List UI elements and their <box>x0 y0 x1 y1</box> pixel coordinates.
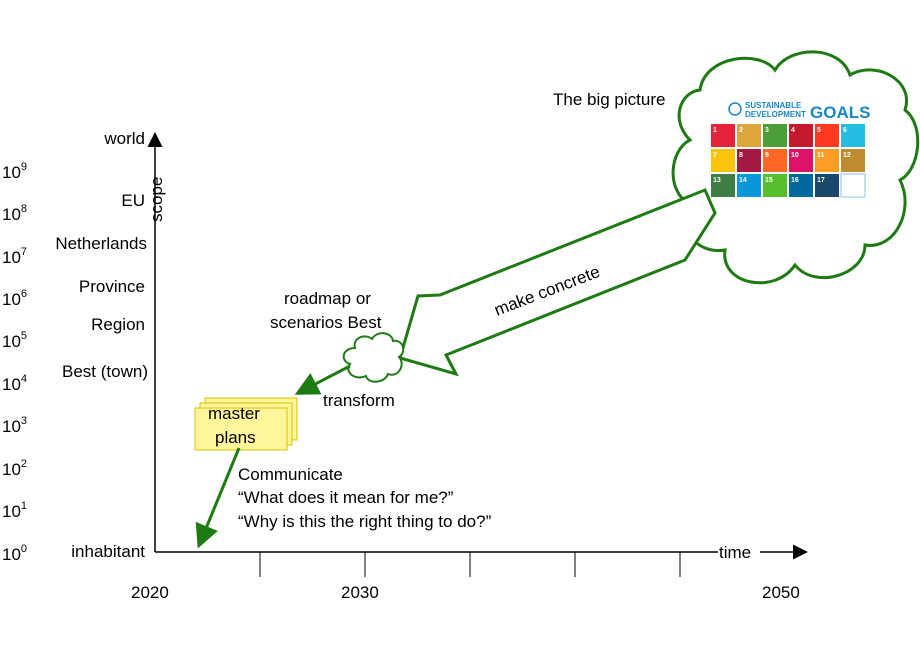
y-label-region: Region <box>91 315 145 334</box>
sdg-tile <box>841 149 865 172</box>
sdg-tile-number: 10 <box>791 152 799 159</box>
communicate-line3: “Why is this the right thing to do?” <box>238 512 492 531</box>
y-power-labels: 109 108 107 106 105 104 103 102 101 100 <box>2 161 27 564</box>
sdg-tile-number: 7 <box>713 152 717 159</box>
svg-text:103: 103 <box>2 415 27 436</box>
sdg-tile-number: 8 <box>739 152 743 159</box>
sdg-tile-number: 1 <box>713 127 717 134</box>
x-axis-ticks <box>259 552 681 577</box>
y-label-netherlands: Netherlands <box>55 234 147 253</box>
sdg-tile-number: 6 <box>843 127 847 134</box>
svg-text:100: 100 <box>2 543 27 564</box>
y-label-world: world <box>103 129 145 148</box>
sdg-tile <box>789 174 813 197</box>
roadmap-line1: roadmap or <box>284 289 371 308</box>
sdg-tile <box>789 124 813 147</box>
roadmap-cloud <box>342 332 405 383</box>
communicate-line1: Communicate <box>238 465 343 484</box>
y-scope-labels: world EU Netherlands Province Region Bes… <box>55 129 148 561</box>
sdg-tile-number: 13 <box>713 177 721 184</box>
sdg-tile <box>737 149 761 172</box>
sdg-tile <box>711 174 735 197</box>
x-tick-2020: 2020 <box>131 583 169 602</box>
sdg-tile-number: 15 <box>765 177 773 184</box>
svg-text:104: 104 <box>2 373 27 394</box>
sdg-tile <box>763 124 787 147</box>
svg-text:SUSTAINABLE: SUSTAINABLE <box>745 101 802 110</box>
sdg-tile <box>763 149 787 172</box>
sdg-tile-number: 12 <box>843 152 851 159</box>
y-axis-label: scope <box>147 177 166 222</box>
y-label-province: Province <box>79 277 145 296</box>
sdg-logo: SUSTAINABLE DEVELOPMENT GOALS <box>728 101 870 122</box>
x-axis-label: time <box>719 543 751 562</box>
sdg-tile <box>789 149 813 172</box>
sdg-tile-number: 2 <box>739 127 743 134</box>
svg-text:107: 107 <box>2 246 27 267</box>
sdg-tile-number: 17 <box>817 177 825 184</box>
svg-text:102: 102 <box>2 458 27 479</box>
sdg-tile-number: 16 <box>791 177 799 184</box>
transform-arrow <box>294 364 351 395</box>
y-label-inhabitant: inhabitant <box>71 542 145 561</box>
sdg-tile <box>737 174 761 197</box>
sdg-tile <box>763 174 787 197</box>
sdg-tile <box>711 124 735 147</box>
sdg-tile-number: 11 <box>817 152 825 159</box>
sdg-tile <box>711 149 735 172</box>
sdg-tile-number: 5 <box>817 127 821 134</box>
roadmap-line2: scenarios Best <box>270 313 382 332</box>
y-label-best-town: Best (town) <box>62 362 148 381</box>
master-plans-line1: master <box>208 404 260 423</box>
sdg-tile <box>815 149 839 172</box>
x-tick-2050: 2050 <box>762 583 800 602</box>
sdg-tile <box>737 124 761 147</box>
svg-text:105: 105 <box>2 330 27 351</box>
communicate-line2: “What does it mean for me?” <box>238 488 454 507</box>
master-plans-line2: plans <box>215 428 256 447</box>
sdg-tile-number: 3 <box>765 127 769 134</box>
svg-text:108: 108 <box>2 203 27 224</box>
master-plans-stack <box>194 397 298 451</box>
svg-text:DEVELOPMENT: DEVELOPMENT <box>745 110 806 119</box>
sdg-tile <box>815 174 839 197</box>
sdg-tile <box>840 173 866 198</box>
sdg-tile <box>815 124 839 147</box>
communicate-arrow <box>195 447 241 549</box>
sdg-tile-number: 4 <box>791 127 795 134</box>
sdg-goals-word: GOALS <box>810 103 870 122</box>
svg-text:101: 101 <box>2 500 27 521</box>
sdg-tile-number: 14 <box>739 177 747 184</box>
svg-text:109: 109 <box>2 161 27 182</box>
y-label-eu: EU <box>121 191 145 210</box>
transform-label: transform <box>323 391 395 410</box>
x-tick-2030: 2030 <box>341 583 379 602</box>
svg-text:106: 106 <box>2 288 27 309</box>
big-picture-label: The big picture <box>553 90 665 109</box>
sdg-tile-number: 9 <box>765 152 769 159</box>
sdg-tile <box>841 124 865 147</box>
